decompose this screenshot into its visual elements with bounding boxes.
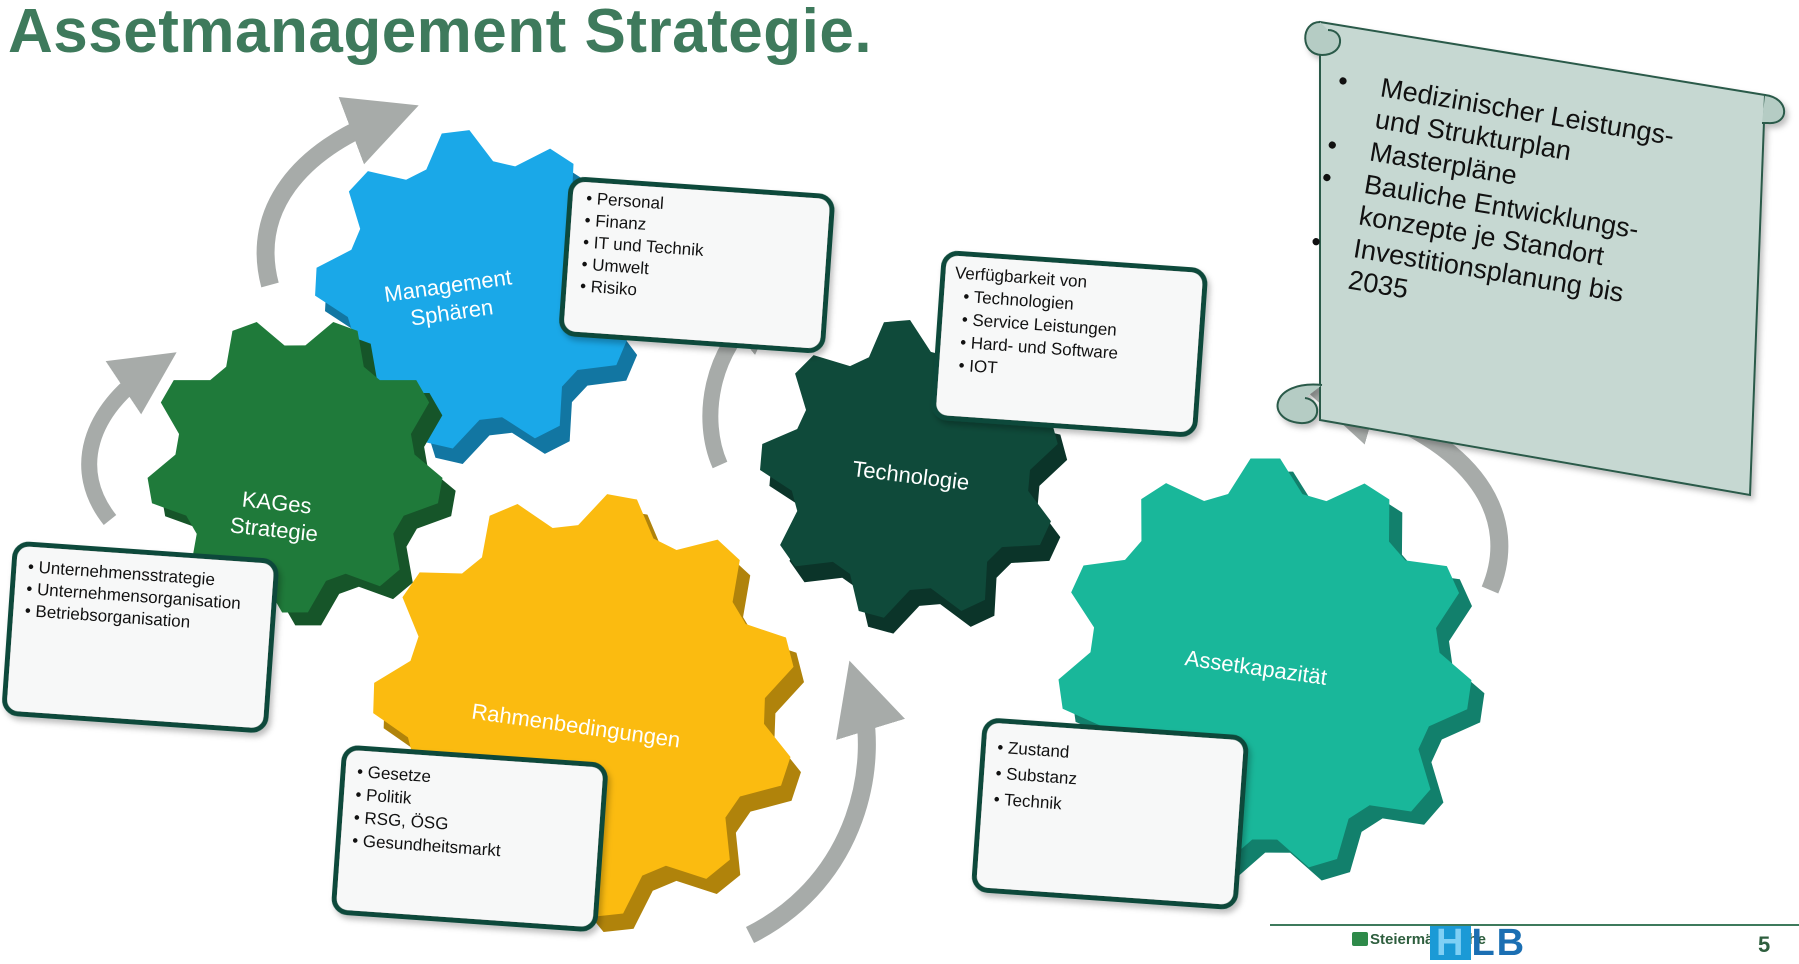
scroll-top-curl [1304, 21, 1342, 57]
box-asset-item-1: • Zustand [997, 738, 1070, 762]
arrow-rahmen-upward [745, 660, 905, 944]
scroll-banner [1276, 20, 1786, 497]
gear-kages-strategy [147, 321, 456, 626]
gear-kages-face [147, 321, 443, 613]
help-logo-text: LB [1471, 922, 1527, 964]
box-management-item-5: • Risiko [579, 276, 637, 299]
scroll-right-curl [1762, 94, 1786, 125]
steiermark-crest-icon [1352, 932, 1368, 946]
box-kages-frame [2, 541, 279, 733]
box-rahmen-item-2: • Politik [355, 785, 413, 808]
box-management-frame [559, 177, 835, 354]
box-asset: • Zustand • Substanz • Technik [971, 718, 1249, 910]
gear-management-face [315, 130, 632, 449]
box-kages: • Unternehmensstrategie • Unternehmensor… [2, 541, 279, 733]
box-rahmen-frame [331, 745, 608, 932]
box-technologie: Verfügbarkeit von • Technologien • Servi… [931, 250, 1208, 437]
footer-divider [1270, 924, 1799, 926]
page-number: 5 [1758, 932, 1771, 957]
slide-title: Assetmanagement Strategie. [8, 0, 873, 66]
scroll-body [1319, 20, 1767, 497]
box-technologie-item-4: • IOT [958, 356, 998, 378]
scroll-bottom-curl [1276, 383, 1323, 425]
box-asset-item-3: • Technik [993, 790, 1063, 814]
box-management-item-2: • Finanz [584, 211, 647, 234]
box-management-item-4: • Umwelt [581, 255, 650, 279]
box-rahmen: • Gesetze • Politik • RSG, ÖSG • Gesundh… [331, 745, 608, 932]
arrow-rahmen-to-kages [81, 352, 177, 525]
box-management: • Personal • Finanz • IT und Technik • U… [559, 177, 835, 354]
help-logo-h: H [1430, 924, 1472, 962]
box-technologie-frame [931, 250, 1208, 437]
arrow-kages-to-management [256, 97, 419, 288]
box-asset-frame [971, 718, 1249, 910]
